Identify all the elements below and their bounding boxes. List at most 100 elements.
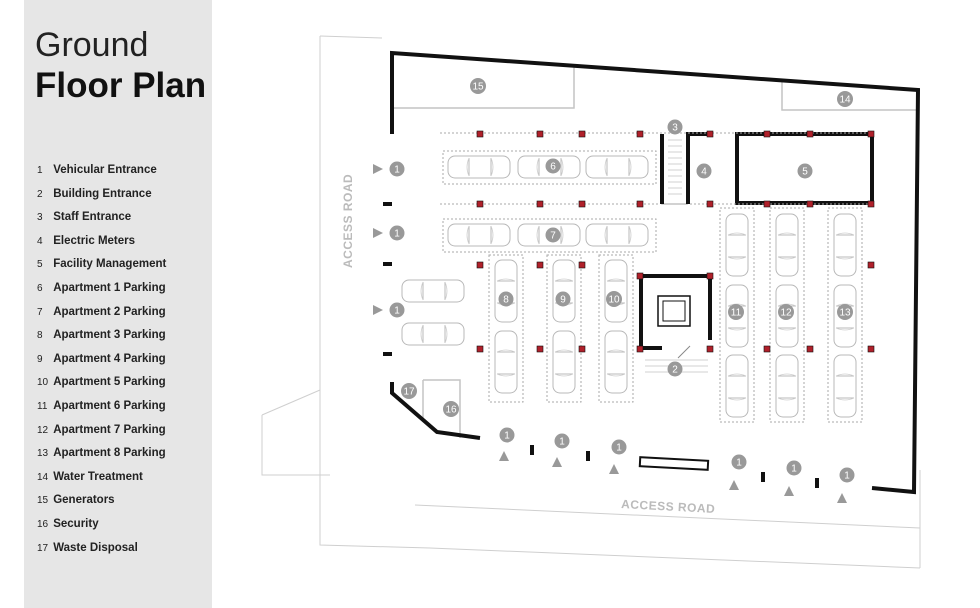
marker-number: 7 <box>550 231 556 242</box>
legend-item: 5 Facility Management <box>37 256 166 280</box>
legend-number: 3 <box>37 212 43 224</box>
page-title-line1: Ground <box>35 26 149 64</box>
legend-number: 6 <box>37 282 43 294</box>
marker-10: 10 <box>606 291 622 307</box>
marker-number: 13 <box>839 308 851 319</box>
legend-label: Apartment 6 Parking <box>53 399 166 412</box>
stair-core <box>639 274 712 359</box>
marker-number: 1 <box>616 443 622 454</box>
marker-6: 6 <box>545 158 561 174</box>
marker-number: 9 <box>560 295 566 306</box>
marker-9: 9 <box>555 291 571 307</box>
legend-item: 7 Apartment 2 Parking <box>37 304 166 328</box>
marker-number: 1 <box>394 229 400 240</box>
marker-number: 1 <box>736 458 742 469</box>
access-road-south-label: ACCESS ROAD <box>621 497 716 516</box>
marker-1: 1 <box>389 161 405 177</box>
marker-number: 16 <box>445 405 457 416</box>
legend-label: Waste Disposal <box>53 541 138 554</box>
legend-number: 15 <box>37 495 49 507</box>
legend-number: 13 <box>37 448 49 460</box>
marker-13: 13 <box>837 304 853 320</box>
legend-label: Facility Management <box>53 258 167 271</box>
structural-columns <box>476 130 875 353</box>
legend-number: 17 <box>37 542 49 554</box>
marker-number: 1 <box>504 431 510 442</box>
marker-number: 1 <box>559 437 565 448</box>
legend-label: Security <box>53 517 99 530</box>
marker-1: 1 <box>611 439 627 455</box>
marker-number: 3 <box>672 123 678 134</box>
marker-1: 1 <box>389 302 405 318</box>
marker-1: 1 <box>389 225 405 241</box>
legend-item: 12 Apartment 7 Parking <box>37 422 166 446</box>
marker-4: 4 <box>696 163 712 179</box>
marker-number: 1 <box>394 165 400 176</box>
legend-number: 16 <box>37 518 49 530</box>
marker-1: 1 <box>499 427 515 443</box>
legend-label: Vehicular Entrance <box>53 164 157 176</box>
legend-label: Apartment 5 Parking <box>53 376 166 389</box>
legend-item: 17 Waste Disposal <box>37 540 166 564</box>
bollards <box>383 202 819 488</box>
marker-number: 12 <box>780 308 792 319</box>
marker-number: 10 <box>608 295 620 306</box>
legend-label: Apartment 3 Parking <box>53 329 166 342</box>
legend-number: 11 <box>37 400 48 412</box>
legend-label: Staff Entrance <box>53 211 132 224</box>
legend-panel <box>24 0 212 608</box>
legend-item: 2 Building Entrance <box>37 186 166 210</box>
marker-number: 17 <box>403 387 415 398</box>
legend-number: 14 <box>37 471 49 483</box>
marker-12: 12 <box>778 304 794 320</box>
legend-number: 4 <box>37 235 43 247</box>
legend-item: 13 Apartment 8 Parking <box>37 445 166 469</box>
legend-number: 2 <box>37 188 43 200</box>
marker-17: 17 <box>401 383 417 399</box>
legend-number: 7 <box>37 306 43 318</box>
legend-item: 14 Water Treatment <box>37 469 166 493</box>
legend-item: 8 Apartment 3 Parking <box>37 327 166 351</box>
legend-number: 8 <box>37 330 43 342</box>
legend-number: 12 <box>37 424 49 436</box>
entrance-slot <box>638 456 710 471</box>
site-outline <box>261 35 921 569</box>
page-title-line2: Floor Plan <box>35 66 207 105</box>
marker-number: 4 <box>701 167 707 178</box>
legend-label: Apartment 2 Parking <box>53 305 166 318</box>
legend-label: Generators <box>53 494 115 507</box>
legend-item: 1 Vehicular Entrance <box>37 162 166 186</box>
legend-item: 6 Apartment 1 Parking <box>37 280 166 304</box>
marker-number: 6 <box>550 162 556 173</box>
marker-14: 14 <box>837 91 853 107</box>
legend-label: Building Entrance <box>53 187 152 200</box>
legend-label: Apartment 1 Parking <box>53 281 166 294</box>
marker-number: 8 <box>503 295 509 306</box>
marker-1: 1 <box>731 454 747 470</box>
legend-list: 1 Vehicular Entrance 2 Building Entrance… <box>37 162 166 563</box>
marker-number: 14 <box>839 95 851 106</box>
interior-lines <box>392 66 918 438</box>
legend-item: 4 Electric Meters <box>37 233 166 257</box>
marker-5: 5 <box>797 163 813 179</box>
legend-item: 16 Security <box>37 516 166 540</box>
marker-11: 11 <box>728 304 744 320</box>
legend-label: Apartment 8 Parking <box>53 447 166 460</box>
legend-label: Water Treatment <box>53 470 143 483</box>
marker-number: 1 <box>394 306 400 317</box>
marker-1: 1 <box>554 433 570 449</box>
legend-label: Apartment 4 Parking <box>53 352 166 365</box>
entrance-arrows <box>373 164 847 503</box>
marker-7: 7 <box>545 227 561 243</box>
legend-number: 9 <box>37 353 43 365</box>
legend-label: Electric Meters <box>53 234 136 247</box>
marker-15: 15 <box>470 78 486 94</box>
marker-3: 3 <box>667 119 683 135</box>
legend-item: 10 Apartment 5 Parking <box>37 374 166 398</box>
legend-label: Apartment 7 Parking <box>53 423 166 436</box>
marker-1: 1 <box>839 467 855 483</box>
marker-number: 1 <box>791 464 797 475</box>
marker-8: 8 <box>498 291 514 307</box>
marker-number: 11 <box>731 308 742 319</box>
